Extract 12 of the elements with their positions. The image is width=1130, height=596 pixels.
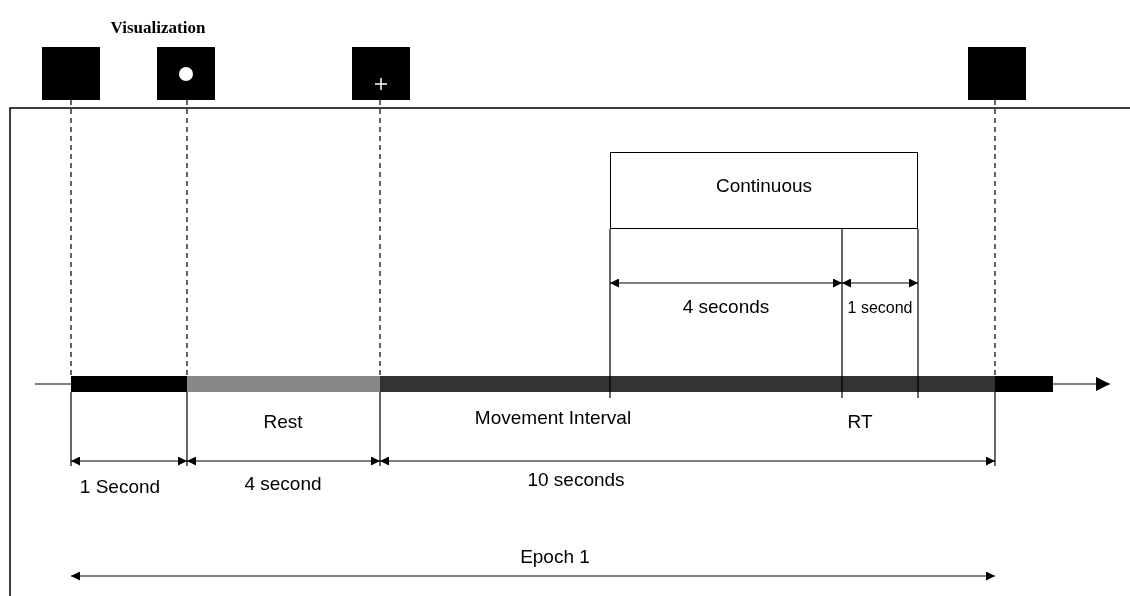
box-title: Continuous: [715, 175, 813, 197]
phase-label: RT: [847, 411, 873, 433]
duration-label: 4 seconds: [682, 296, 770, 318]
phase-box: [610, 152, 918, 229]
epoch-label: Epoch 1: [520, 546, 590, 568]
phase-label: Rest: [263, 411, 303, 433]
section-title: Visualization: [110, 17, 206, 39]
phase-label: Movement Interval: [474, 407, 632, 429]
duration-label: 4 second: [244, 473, 322, 495]
duration-label: 10 seconds: [527, 469, 625, 491]
duration-label: 1 second: [847, 298, 913, 318]
duration-label: 1 Second: [79, 476, 161, 498]
